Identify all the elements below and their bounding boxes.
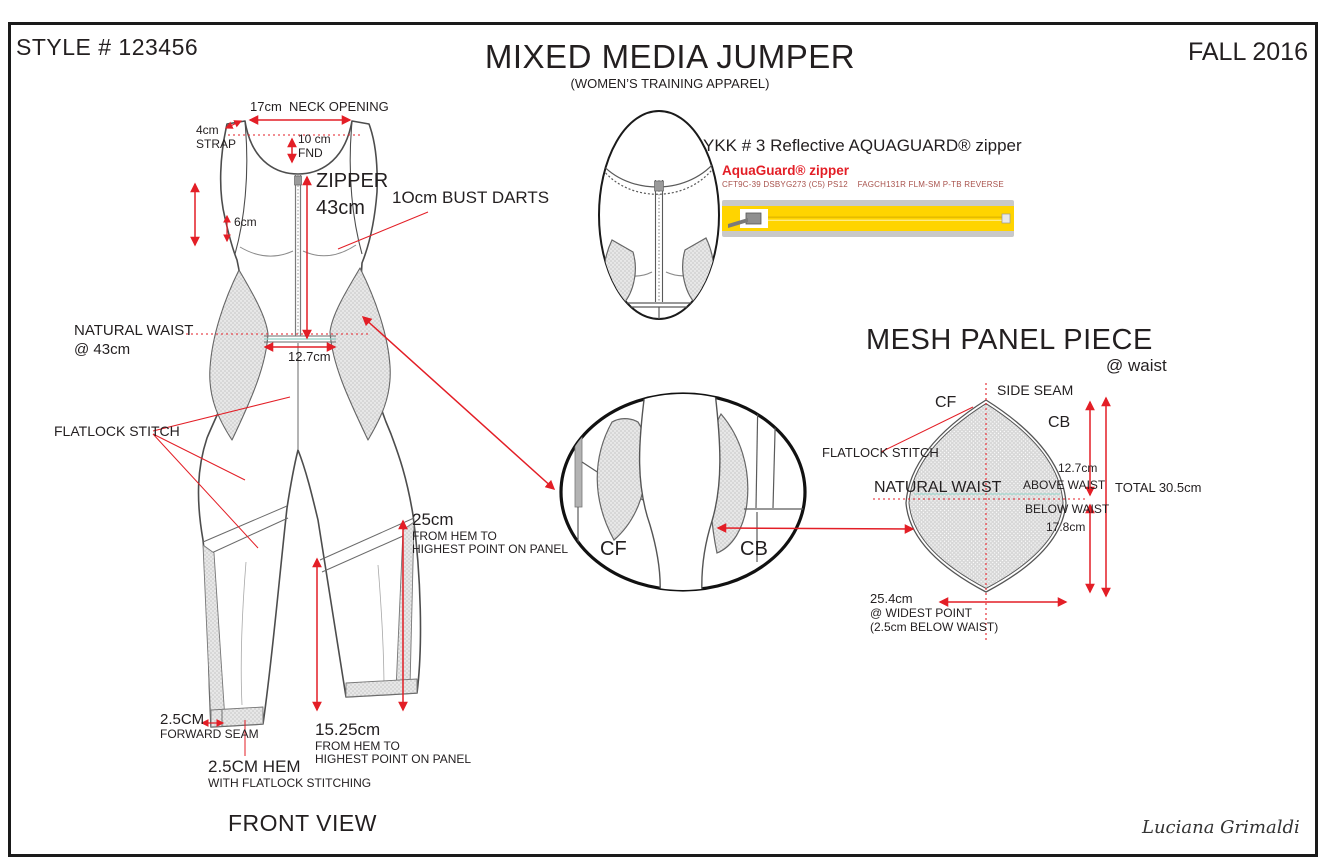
- mesh-panel-cf-label: CF: [935, 394, 957, 411]
- leg-detail-cb-label: CB: [740, 538, 768, 560]
- zipper-swatch: [722, 200, 1014, 237]
- below-waist-label: BELOW WAIST: [1025, 502, 1110, 516]
- leg-panel-detail: [559, 392, 807, 592]
- panel-1525cm-label: 15.25cm FROM HEM TO HIGHEST POINT ON PAN…: [315, 720, 472, 767]
- above-waist-value: 12.7cm: [1058, 461, 1098, 475]
- panel-25cm-label: 25cm FROM HEM TO HIGHEST POINT ON PANEL: [412, 510, 569, 557]
- mesh-panel-title: MESH PANEL PIECE: [866, 324, 1153, 356]
- bust-darts-label: 1Ocm BUST DARTS: [392, 188, 550, 207]
- mesh-panel-subtitle: @ waist: [1106, 356, 1167, 375]
- style-number: STYLE # 123456: [16, 34, 199, 60]
- widest-point-label: 25.4cm @ WIDEST POINT (2.5cm BELOW WAIST…: [870, 591, 999, 634]
- side-seam-label: SIDE SEAM: [997, 382, 1074, 398]
- mesh-panel-cb-label: CB: [1048, 414, 1071, 431]
- strap-label: 4cm STRAP: [196, 123, 237, 151]
- armhole-6cm-label: 6cm: [234, 215, 257, 229]
- waist-width-label: 12.7cm: [288, 349, 331, 364]
- aquaguard-product-name: AquaGuard® zipper: [722, 163, 849, 178]
- flatlock-stitch-label: FLATLOCK STITCH: [54, 423, 180, 439]
- above-waist-label: ABOVE WAIST: [1023, 478, 1106, 492]
- natural-waist-label: NATURAL WAIST @ 43cm: [74, 322, 194, 358]
- page-border: [8, 22, 1318, 857]
- hem-label: 2.5CM HEM WITH FLATLOCK STITCHING: [208, 757, 372, 790]
- page-title: MIXED MEDIA JUMPER: [484, 38, 856, 75]
- annotation-arrows: [152, 115, 1111, 756]
- leg-detail-cf-label: CF: [600, 538, 627, 560]
- mesh-panel-piece: [905, 399, 1067, 593]
- aquaguard-product-code: CFT9C-39 DSBYG273 (C5) PS12 FAGCH131R FL…: [722, 180, 1004, 189]
- ykk-zipper-heading: YKK # 3 Reflective AQUAGUARD® zipper: [703, 136, 1022, 155]
- total-length-label: TOTAL 30.5cm: [1115, 480, 1202, 495]
- front-neck-drop-label: 10 cm FND: [298, 132, 331, 160]
- neck-opening-label: 17cm NECK OPENING: [250, 99, 389, 114]
- forward-seam-label: 2.5CM FORWARD SEAM: [160, 711, 259, 742]
- designer-signature: Luciana Grimaldi: [1142, 817, 1300, 838]
- season-label: FALL 2016: [1187, 38, 1308, 66]
- zipper-length-label: ZIPPER 43cm: [316, 170, 389, 219]
- below-waist-value: 17.8cm: [1046, 520, 1086, 534]
- mesh-panel-natural-waist-label: NATURAL WAIST: [874, 479, 1002, 496]
- front-view-caption: FRONT VIEW: [228, 810, 377, 836]
- mesh-panel-flatlock-label: FLATLOCK STITCH: [822, 445, 939, 460]
- zipper-placement-detail: [598, 110, 720, 320]
- page-subtitle: (WOMEN’S TRAINING APPAREL): [570, 76, 770, 91]
